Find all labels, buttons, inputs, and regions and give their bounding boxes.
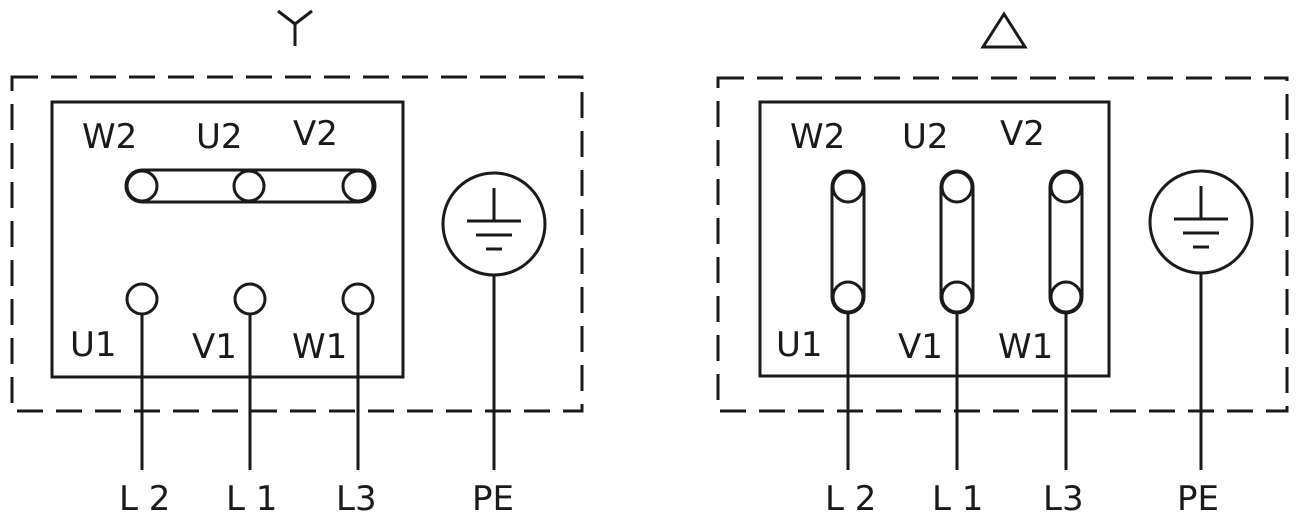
star-label-u2: U2 [196,117,243,157]
delta-label-u1: U1 [776,325,823,365]
star-terminal-board [50,100,405,379]
star-label-v2: V2 [293,114,338,154]
delta-label-w2: W2 [790,117,845,157]
delta-symbol-icon [980,11,1028,49]
star-line-label-l2: L 2 [119,479,170,519]
star-ground-icon [441,171,547,470]
star-line-label-l1: L 1 [226,479,277,519]
star-terminal-u1 [125,282,159,316]
star-connection-panel: W2 U2 V2 U1 V1 W1 L [10,9,584,519]
delta-label-u2: U2 [902,117,949,157]
star-earth-label: PE [472,479,514,519]
delta-enclosure-outline [716,76,1289,413]
star-label-w2: W2 [82,117,137,157]
star-terminal-w1 [341,282,375,316]
star-label-v1: V1 [192,327,237,367]
delta-terminal-board [758,100,1111,378]
delta-line-label-l3: L3 [1043,479,1084,519]
star-label-w1: W1 [292,327,347,367]
delta-line-label-l1: L 1 [932,479,983,519]
delta-ground-icon [1148,169,1254,470]
delta-bridge-link-2 [939,169,975,315]
star-enclosure-outline [10,75,584,413]
star-label-u1: U1 [70,325,117,365]
star-bridge-link [124,168,377,204]
delta-connection-panel: W2 U2 V2 U1 V1 W1 [716,11,1289,519]
star-terminal-v1 [233,282,267,316]
delta-bridge-link-1 [830,169,866,315]
delta-label-w1: W1 [998,327,1053,367]
delta-line-label-l2: L 2 [825,479,876,519]
delta-label-v1: V1 [898,327,943,367]
delta-earth-label: PE [1177,479,1219,519]
delta-label-v2: V2 [1000,114,1045,154]
delta-bridge-link-3 [1048,169,1084,315]
star-symbol-icon [277,9,313,46]
star-line-label-l3: L3 [336,479,377,519]
